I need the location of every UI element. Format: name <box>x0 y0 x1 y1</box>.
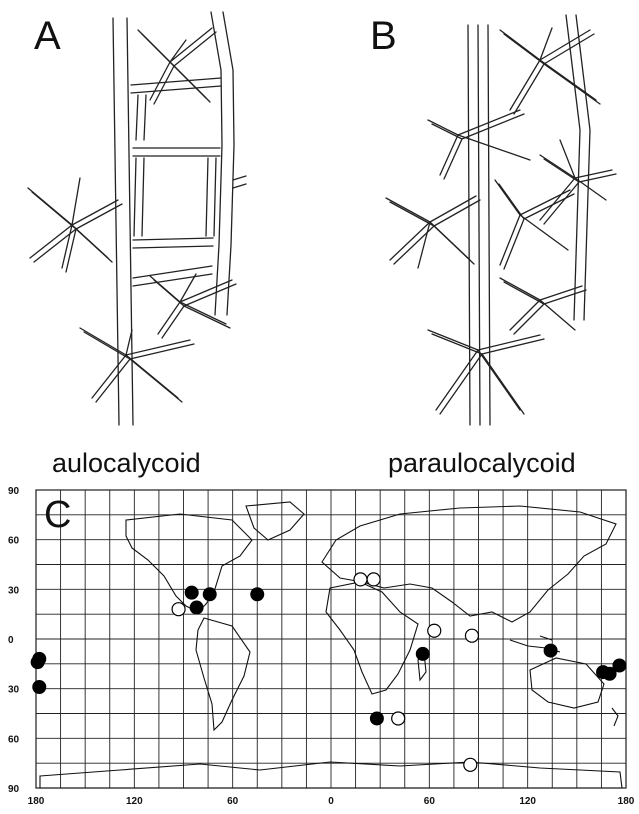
lat-tick-label: 0 <box>8 635 14 646</box>
open-site-marker <box>392 712 405 725</box>
lon-tick-label: 0 <box>328 796 334 807</box>
lat-tick-label: 60 <box>8 536 20 547</box>
lon-tick-label: 180 <box>28 796 45 807</box>
lon-tick-label: 60 <box>227 796 239 807</box>
lat-tick-label: 30 <box>8 685 20 696</box>
lat-tick-label: 30 <box>8 585 20 596</box>
open-site-marker <box>428 624 441 637</box>
lon-tick-label: 180 <box>618 796 635 807</box>
filled-site-marker <box>416 647 429 660</box>
filled-site-marker <box>370 712 383 725</box>
filled-site-marker <box>251 588 264 601</box>
filled-site-marker <box>185 586 198 599</box>
filled-site-marker <box>613 659 626 672</box>
filled-site-marker <box>190 601 203 614</box>
open-site-marker <box>465 629 478 642</box>
filled-site-marker <box>31 656 44 669</box>
lat-tick-label: 60 <box>8 734 20 745</box>
open-site-marker <box>464 758 477 771</box>
lat-tick-label: 90 <box>8 784 20 795</box>
open-site-marker <box>172 603 185 616</box>
open-site-marker <box>367 573 380 586</box>
filled-site-marker <box>544 644 557 657</box>
lon-tick-label: 120 <box>126 796 143 807</box>
panel-c-letter: C <box>44 494 71 537</box>
lon-tick-label: 120 <box>519 796 536 807</box>
filled-site-marker <box>203 588 216 601</box>
lon-tick-label: 60 <box>424 796 436 807</box>
lat-tick-label: 90 <box>8 486 20 497</box>
filled-site-marker <box>33 681 46 694</box>
open-site-marker <box>354 573 367 586</box>
